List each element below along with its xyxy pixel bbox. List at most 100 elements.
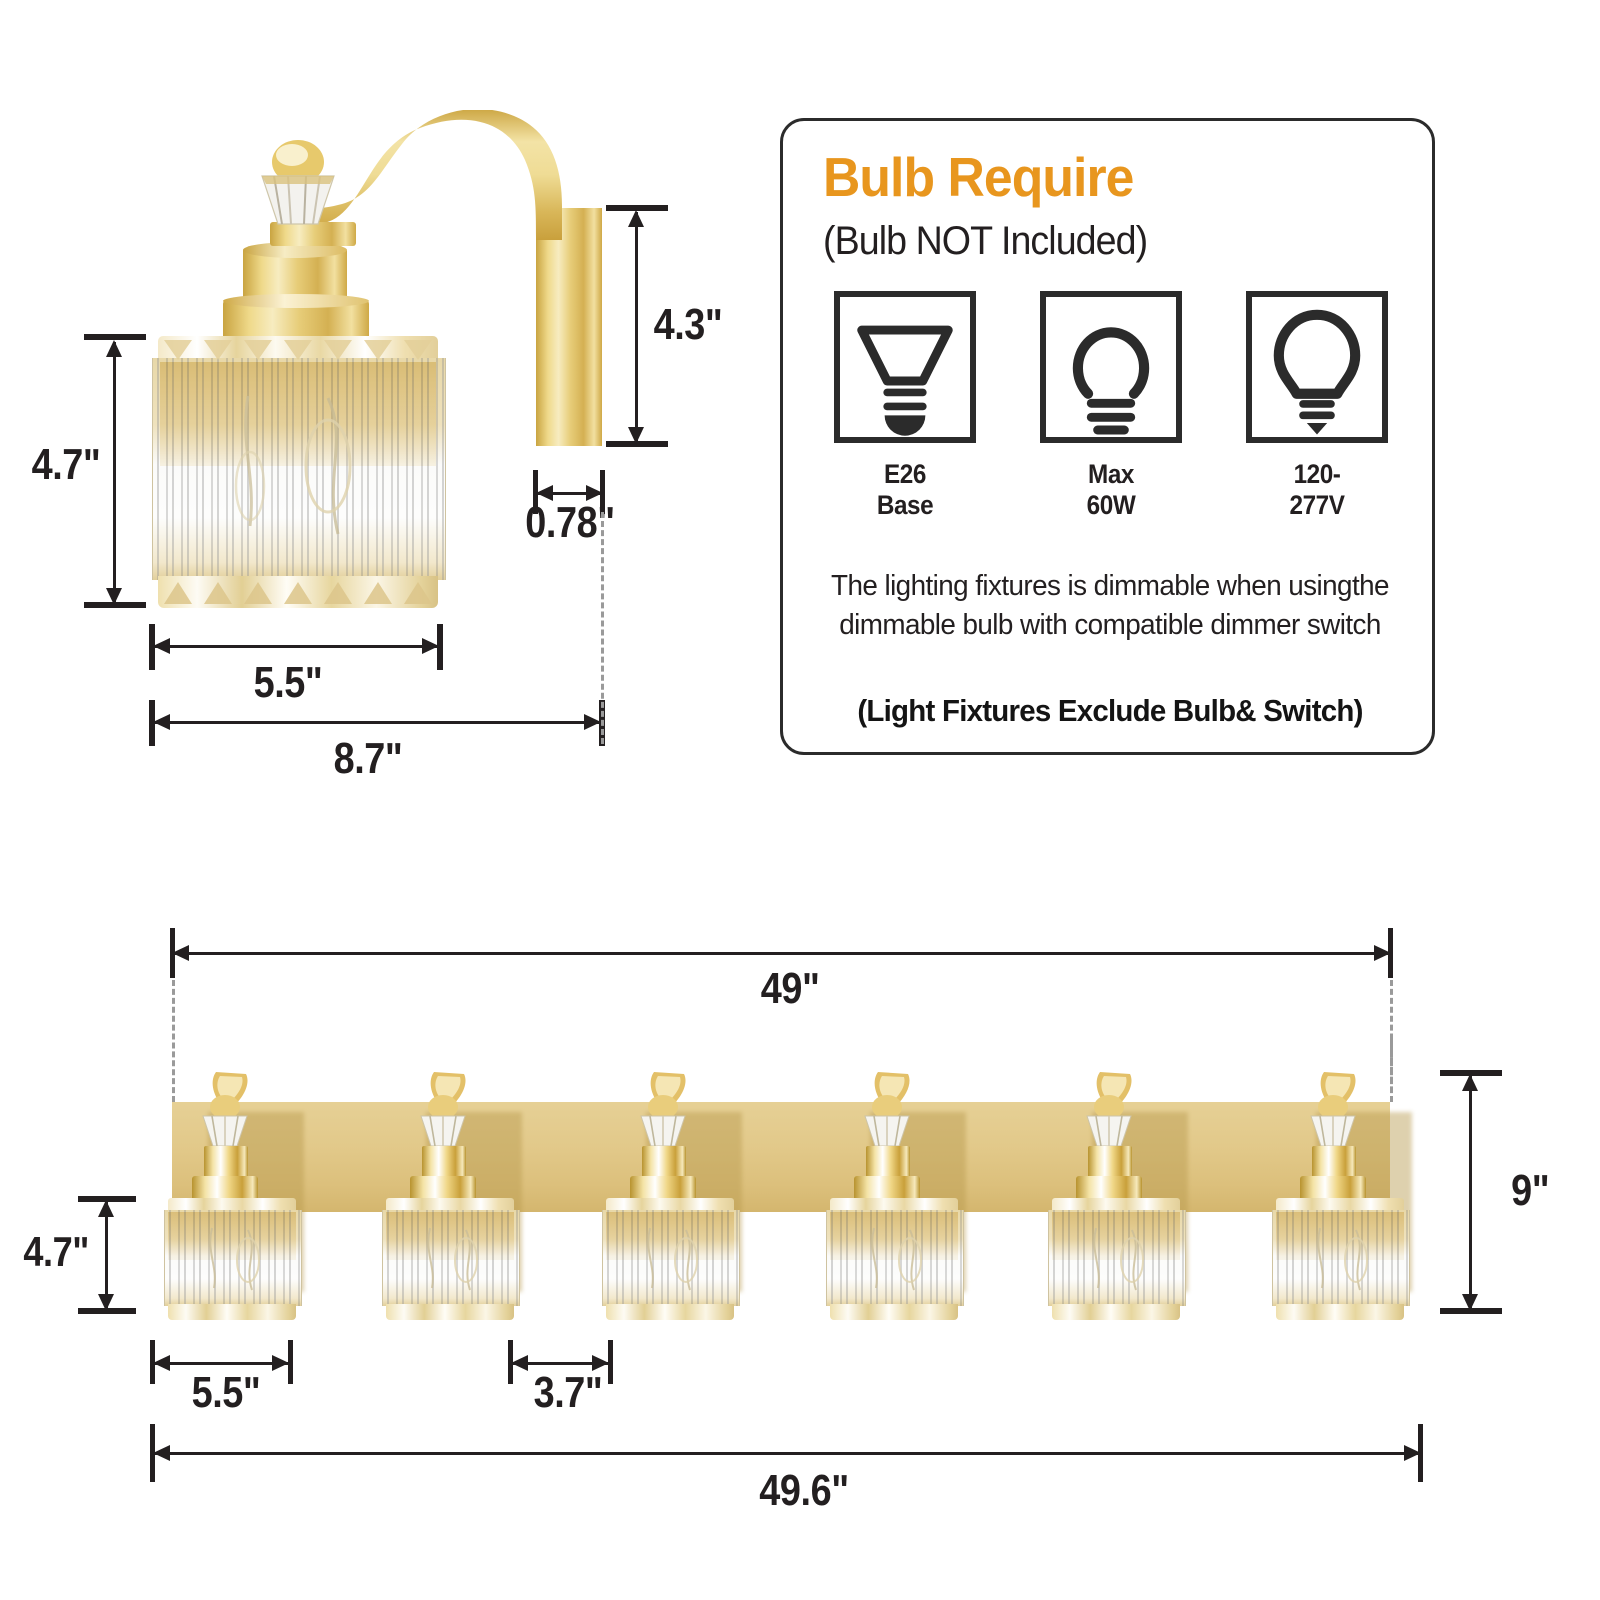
dim-label-total-depth: 8.7": [333, 734, 403, 783]
bulb-voltage-icon: [1246, 291, 1388, 443]
bulb-base-label-line1: E26: [884, 459, 926, 489]
arrow-head: [1374, 945, 1391, 961]
dim-tick: [150, 1424, 155, 1482]
dim-label-shade-height: 4.7": [23, 1228, 89, 1275]
arrow-head: [1462, 1294, 1478, 1311]
arrow-head: [272, 1355, 289, 1371]
arrow-head: [586, 485, 603, 501]
arrow-head: [422, 638, 439, 654]
single-sconce-diagram: 4.7" 5.5" 8.7" 4.3" 0.78": [0, 0, 780, 800]
arrow-head: [153, 1445, 170, 1461]
arrow-head: [153, 714, 170, 730]
dim-tick: [78, 1196, 136, 1202]
arrow-head: [628, 427, 644, 444]
dim-tick: [1440, 1308, 1502, 1314]
dim-line-overall-height: [1469, 1076, 1472, 1310]
arrow-head: [628, 210, 644, 227]
light-head: [1034, 1072, 1214, 1320]
arrow-head: [98, 1294, 114, 1311]
dim-tick: [1440, 1070, 1502, 1076]
dim-extension-dashed: [172, 980, 175, 1102]
dim-extension-dashed: [1390, 1038, 1393, 1102]
dim-line-shade-height: [105, 1202, 108, 1310]
arrow-head: [172, 945, 189, 961]
bulb-base-caption: E26 Base: [815, 459, 995, 522]
sconce-crystal-finial: [261, 140, 335, 225]
dim-line-total-depth: [155, 721, 599, 724]
dim-line-shade-width: [155, 1362, 288, 1365]
bulb-info-item: 120- 277V: [1217, 291, 1417, 522]
bulb-voltage-label-line2: 277V: [1289, 490, 1345, 521]
bulb-wattage-caption: Max 60W: [1021, 459, 1201, 522]
dim-line-bar-length: [175, 952, 1390, 955]
dim-tick: [288, 1340, 293, 1384]
arrow-head: [106, 340, 122, 357]
bulb-require-title: Bulb Require: [823, 146, 1134, 208]
arrow-head: [153, 1355, 170, 1371]
dim-tick: [84, 602, 146, 608]
arrow-head: [153, 638, 170, 654]
dimmable-note: The lighting fixtures is dimmable when u…: [831, 570, 1389, 641]
sconce-crystal-shade: [152, 336, 446, 608]
bulb-not-included-subtitle: (Bulb NOT Included): [823, 219, 1148, 263]
bulb-info-item: E26 Base: [805, 291, 1005, 522]
crystal-shade: [826, 1198, 964, 1320]
dim-tick: [78, 1308, 136, 1314]
dim-label-backplate-height: 4.3": [653, 300, 723, 349]
fixture-mounting-bar: [172, 1102, 1390, 1212]
dim-line-shade-width: [155, 645, 437, 648]
dim-tick: [84, 334, 146, 340]
dim-label-shade-width: 5.5": [253, 658, 323, 707]
dim-label-backplate-depth: 0.78": [525, 498, 615, 547]
dim-label-shade-height: 4.7": [31, 440, 101, 489]
sconce-finial-bar: [270, 222, 356, 246]
full-fixture-diagram: 49": [0, 860, 1600, 1600]
bulb-info-item: Max 60W: [1011, 291, 1211, 522]
sconce-backplate: [536, 208, 602, 446]
exclude-note: (Light Fixtures Exclude Bulb& Switch): [857, 693, 1363, 728]
light-head: [150, 1072, 330, 1320]
dim-label-overall-height: 9": [1511, 1166, 1550, 1215]
dim-tick: [437, 624, 443, 670]
dim-tick: [608, 1340, 613, 1384]
dim-label-shade-width: 5.5": [191, 1368, 261, 1417]
arrow-head: [1462, 1074, 1478, 1091]
crystal-shade: [602, 1198, 740, 1320]
dim-tick: [150, 1340, 155, 1384]
bulb-requirement-box: Bulb Require (Bulb NOT Included) E26 Bas…: [780, 118, 1435, 755]
crystal-shade: [382, 1198, 520, 1320]
bulb-wattage-label-line1: Max: [1088, 459, 1134, 489]
light-head: [368, 1072, 548, 1320]
dim-tick: [149, 700, 155, 746]
dim-line-overall-length: [155, 1452, 1420, 1455]
dim-line-shade-gap: [513, 1362, 608, 1365]
bulb-wattage-label-line2: 60W: [1086, 490, 1136, 521]
arrow-head: [536, 485, 553, 501]
dim-label-bar-length: 49": [760, 964, 820, 1013]
crystal-shade: [1272, 1198, 1410, 1320]
dim-tick: [606, 441, 668, 447]
bulb-voltage-label-line1: 120-: [1293, 459, 1341, 489]
dim-label-overall-length: 49.6": [759, 1466, 849, 1515]
sconce-socket-neck-top: [243, 242, 347, 258]
light-head: [588, 1072, 768, 1320]
dim-tick: [606, 205, 668, 211]
light-head: [812, 1072, 992, 1320]
dim-tick: [149, 624, 155, 670]
dim-line-shade-height: [113, 342, 116, 602]
arrow-head: [106, 588, 122, 605]
dim-tick: [508, 1340, 513, 1384]
dim-extension-dashed: [601, 512, 604, 744]
sconce-collar-top: [223, 294, 369, 308]
arrow-head: [98, 1200, 114, 1217]
crystal-shade: [1048, 1198, 1186, 1320]
dim-tick: [533, 470, 538, 514]
dim-label-shade-gap: 3.7": [533, 1368, 603, 1417]
bulb-base-label-line2: Base: [876, 490, 934, 521]
dim-line-backplate-height: [635, 212, 638, 442]
bulb-voltage-caption: 120- 277V: [1227, 459, 1407, 522]
arrow-head: [1404, 1445, 1421, 1461]
dim-line-backplate-depth: [538, 492, 600, 495]
bulb-wattage-icon: [1040, 291, 1182, 443]
light-head: [1258, 1072, 1438, 1320]
